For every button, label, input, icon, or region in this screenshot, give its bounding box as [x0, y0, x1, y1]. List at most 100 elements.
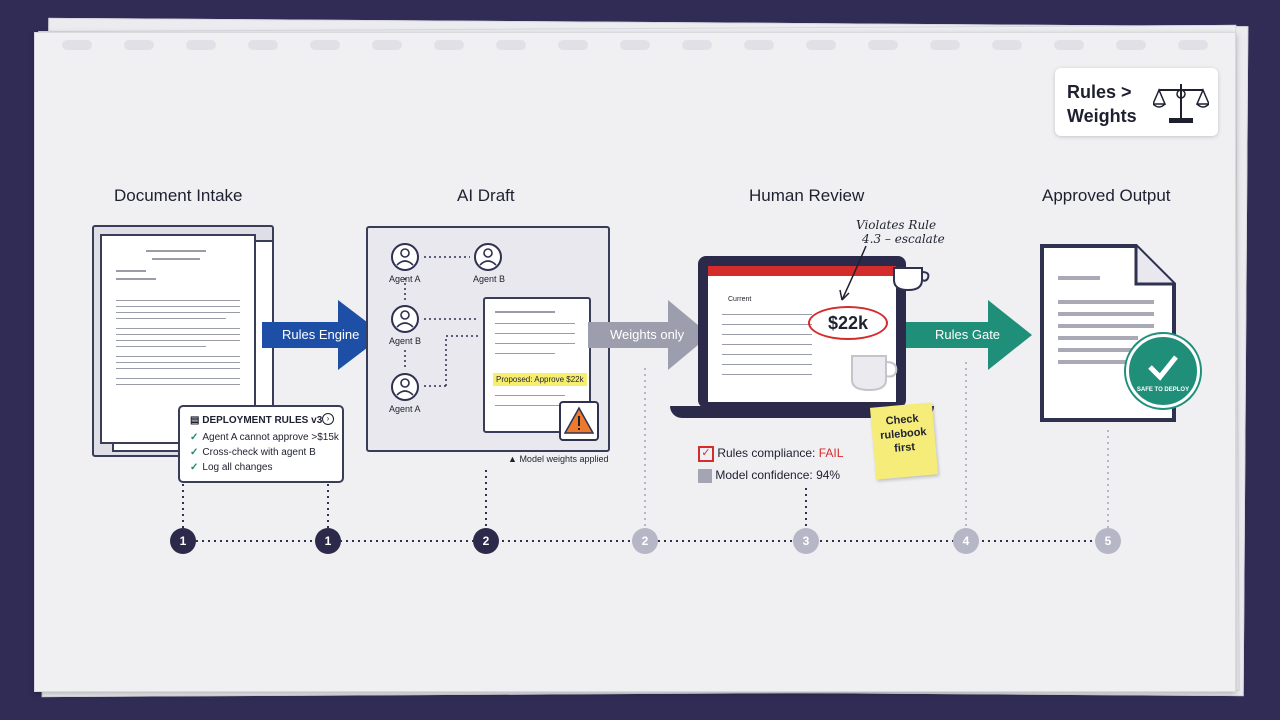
failed-checkbox-icon: ✓ [698, 446, 714, 462]
doc-line [722, 354, 812, 355]
warning-icon [559, 401, 599, 441]
alert-triangle-icon: ▲ [508, 454, 517, 464]
screen-label: Current [728, 296, 752, 303]
rules-gate-label: Rules Gate [935, 327, 1001, 342]
weights-only-label: Weights only [610, 327, 685, 342]
model-confidence-status: Model confidence: 94% [698, 468, 840, 483]
stage-title-ai-draft: AI Draft [457, 186, 515, 205]
ring [744, 40, 774, 50]
coffee-mug-icon [851, 355, 898, 392]
checkmark-icon [1148, 355, 1178, 381]
timeline-step: 1 [315, 528, 341, 554]
safe-to-deploy-stamp: SAFE TO DEPLOY [1126, 334, 1200, 408]
doc-line [116, 300, 240, 301]
ring [124, 40, 154, 50]
square-icon [698, 468, 712, 483]
annotation-arrow [839, 245, 867, 301]
doc-line [495, 323, 575, 324]
doc-line [722, 364, 812, 365]
doc-line [116, 384, 240, 385]
ring [620, 40, 650, 50]
model-weights-note: ▲ Model weights applied [508, 454, 609, 464]
timeline-step: 2 [473, 528, 499, 554]
doc-line [116, 318, 226, 319]
ring [62, 40, 92, 50]
laptop-base [670, 406, 934, 418]
rule-item: ✓Log all changes [190, 462, 273, 473]
doc-line [495, 311, 555, 313]
doc-line [495, 343, 575, 344]
ring [248, 40, 278, 50]
doc-line [116, 368, 240, 369]
ring [372, 40, 402, 50]
doc-line [116, 306, 240, 307]
doc-line [495, 395, 565, 396]
doc-line [146, 250, 206, 252]
stamp-text: SAFE TO DEPLOY [1136, 387, 1190, 393]
ring [1178, 40, 1208, 50]
agent-icon [391, 305, 419, 333]
scales-icon [1153, 84, 1209, 123]
rule-item: ✓Cross-check with agent B [190, 447, 316, 458]
rule-item: ✓Agent A cannot approve >$15k [190, 432, 339, 443]
rules-compliance-status: ✓ Rules compliance: FAIL [698, 446, 843, 462]
doc-line [495, 405, 565, 406]
ring [868, 40, 898, 50]
check-icon: ✓ [190, 432, 199, 443]
agent-icon [391, 373, 419, 401]
doc-line [722, 324, 812, 325]
ring [930, 40, 960, 50]
ring [310, 40, 340, 50]
doc-line [116, 312, 240, 313]
stage-title-human-review: Human Review [749, 186, 865, 205]
timeline-step: 5 [1095, 528, 1121, 554]
doc-line [152, 258, 200, 260]
timeline-step: 4 [953, 528, 979, 554]
weights-only-arrow [588, 300, 710, 370]
doc-line [722, 374, 812, 375]
rules-over-weights-badge: Rules > Weights [1055, 68, 1218, 136]
ring [806, 40, 836, 50]
doc-line [116, 278, 156, 280]
agent-connectors [404, 256, 478, 387]
doc-line [116, 362, 240, 363]
doc-line [722, 344, 812, 345]
doc-line [116, 334, 240, 335]
ring [992, 40, 1022, 50]
ring [1054, 40, 1084, 50]
ring [558, 40, 588, 50]
ring [496, 40, 526, 50]
agent-label: Agent B [389, 336, 422, 346]
doc-line [495, 333, 575, 334]
timeline-step: 1 [170, 528, 196, 554]
doc-line [495, 353, 555, 354]
agent-icon [391, 243, 419, 271]
badge-line-1: Rules > [1067, 82, 1132, 102]
stage-title-intake: Document Intake [114, 186, 243, 205]
doc-line [116, 270, 146, 272]
doc-line [116, 356, 240, 357]
deployment-rules-card: ▤ DEPLOYMENT RULES v3 › ✓Agent A cannot … [178, 405, 344, 483]
check-icon: ✓ [190, 462, 199, 473]
agent-label: Agent B [473, 274, 506, 284]
ring [1116, 40, 1146, 50]
doc-line [722, 314, 812, 315]
screen-header [708, 266, 896, 276]
coffee-cup-icon [893, 267, 930, 292]
list-icon: ▤ [190, 415, 200, 426]
agent-label: Agent A [389, 404, 421, 414]
timeline-step: 2 [632, 528, 658, 554]
ring [186, 40, 216, 50]
badge-line-2: Weights [1067, 106, 1137, 126]
ring [682, 40, 712, 50]
timeline-step: 3 [793, 528, 819, 554]
stage-title-approved-output: Approved Output [1042, 186, 1171, 205]
rules-card-title: ▤ DEPLOYMENT RULES v3 [190, 415, 323, 426]
doc-line [116, 346, 206, 347]
rule-violation-annotation: Violates Rule 4.3 – escalate [856, 218, 945, 246]
agent-icon [474, 243, 502, 271]
draft-highlight: Proposed: Approve $22k [493, 373, 587, 386]
check-icon: ✓ [190, 447, 199, 458]
